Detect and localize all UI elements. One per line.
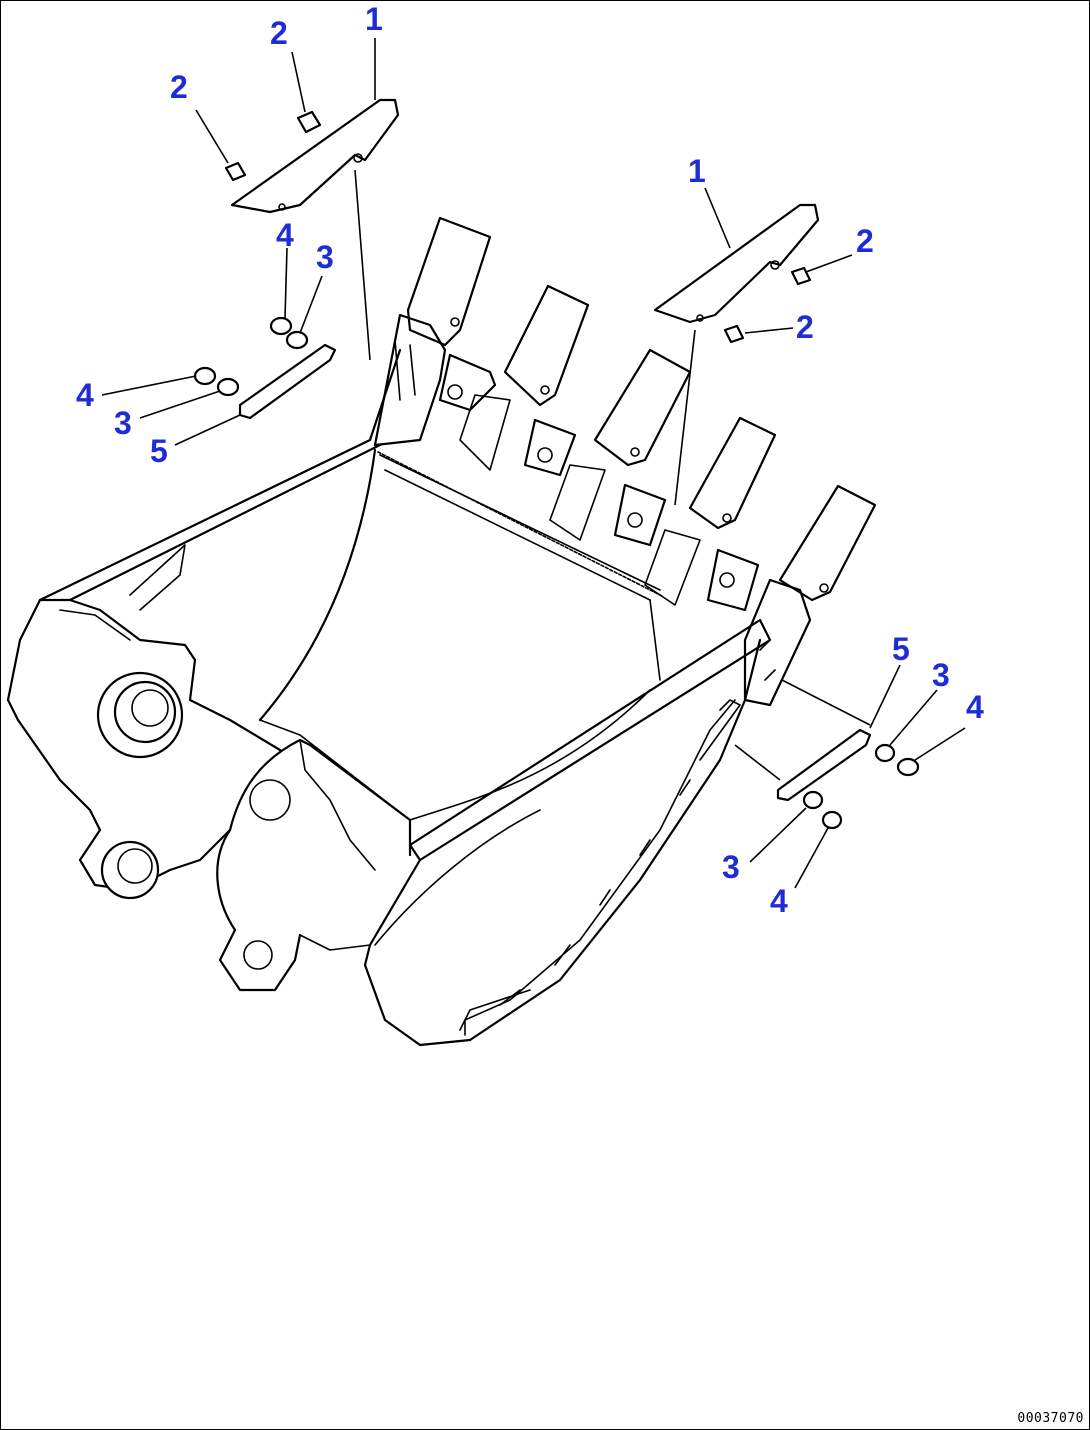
plate-5b <box>776 728 872 802</box>
callout-2-left: 2 <box>170 69 188 105</box>
adapter-5 <box>706 548 760 612</box>
bolt-group <box>224 110 812 344</box>
adapter-4 <box>613 483 667 547</box>
callout-2-top: 2 <box>270 15 288 51</box>
washer-4c <box>896 757 920 777</box>
hardware-left <box>193 316 337 420</box>
bucket-body <box>6 348 772 1047</box>
adapter-1 <box>373 313 447 447</box>
upper-pin-boss <box>96 671 184 759</box>
teeth-row <box>373 216 877 707</box>
bolt-2c <box>790 266 812 286</box>
washer-3b <box>216 377 240 397</box>
callout-4-right: 4 <box>966 689 984 725</box>
side-cutter-left <box>230 98 400 214</box>
plate-5a <box>238 343 337 420</box>
callout-1-right: 1 <box>688 153 706 189</box>
hardware-right <box>776 728 920 830</box>
callout-4-bottom: 4 <box>770 883 788 919</box>
washer-3d <box>802 790 824 810</box>
callout-3-bottom: 3 <box>722 849 740 885</box>
callout-5-right: 5 <box>892 631 910 667</box>
callout-labels: 1 2 2 4 3 4 3 5 1 2 2 5 3 4 3 4 <box>76 1 984 919</box>
washer-4d <box>821 810 843 830</box>
tooth-4 <box>688 416 777 530</box>
bolt-2d <box>723 324 745 344</box>
callout-4-upper: 4 <box>276 217 294 253</box>
bolt-2b <box>224 161 247 182</box>
right-ear-hole <box>243 779 291 970</box>
callout-4-left: 4 <box>76 377 94 413</box>
lower-pin-boss <box>100 840 160 900</box>
washer-3c <box>874 743 896 763</box>
callout-3-right: 3 <box>932 657 950 693</box>
tooth-2 <box>503 284 590 407</box>
tooth-1 <box>406 216 492 347</box>
adapter-3 <box>523 418 577 477</box>
callout-5-left: 5 <box>150 433 168 469</box>
callout-2-right-upper: 2 <box>856 223 874 259</box>
washer-4a <box>269 316 293 336</box>
callout-1-left: 1 <box>365 1 383 37</box>
side-cutter-right <box>653 203 820 324</box>
washer-3a <box>285 330 309 350</box>
callout-3-upper: 3 <box>316 239 334 275</box>
washer-4b <box>193 366 217 386</box>
bolt-2a <box>296 110 322 134</box>
assembly-lines <box>354 169 871 781</box>
leader-lines <box>101 38 966 889</box>
side-adapter <box>743 578 812 707</box>
callout-2-right-lower: 2 <box>796 309 814 345</box>
adapter-2 <box>438 353 497 412</box>
tooth-3 <box>593 348 692 467</box>
callout-3-left: 3 <box>114 405 132 441</box>
drawing-code: 00037070 <box>1017 1411 1084 1426</box>
tooth-5 <box>778 484 877 602</box>
